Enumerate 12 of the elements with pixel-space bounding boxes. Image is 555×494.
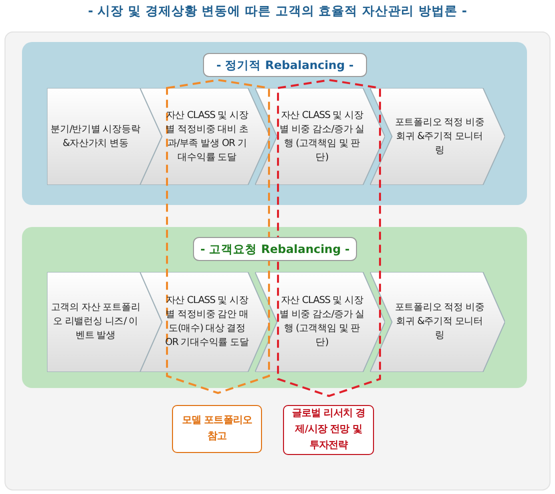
- chevron-step: 포트폴리오 적정 비중 회귀 &주기적 모니터링: [370, 88, 505, 185]
- note-box: 글로벌 리서치 경제/시장 전망 및 투자전략: [283, 405, 374, 455]
- chevron-step: 자산 CLASS 및 시장별 비중 감소/증가 실행 (고객책임 및 판단): [255, 272, 385, 372]
- section-band: [22, 227, 527, 388]
- chevron-step: 자산 CLASS 및 시장별 비중 감소/증가 실행 (고객책임 및 판단): [255, 88, 385, 185]
- note-box: 모델 포트폴리오 참고: [172, 405, 262, 453]
- chevron-step: 포트폴리오 적정 비중 회귀 &주기적 모니터링: [370, 272, 505, 372]
- section-heading: - 정기적 Rebalancing -: [203, 53, 367, 77]
- title: - 시장 및 경제상황 변동에 따른 고객의 효율적 자산관리 방법론 -: [87, 3, 468, 20]
- section-heading: - 고객요청 Rebalancing -: [193, 237, 357, 261]
- chevron-step: 자산 CLASS 및 시장별 적정비중 감안 매도(매수) 대상 결정 OR 기대수익률 도달: [140, 272, 270, 372]
- section-band: [22, 42, 527, 205]
